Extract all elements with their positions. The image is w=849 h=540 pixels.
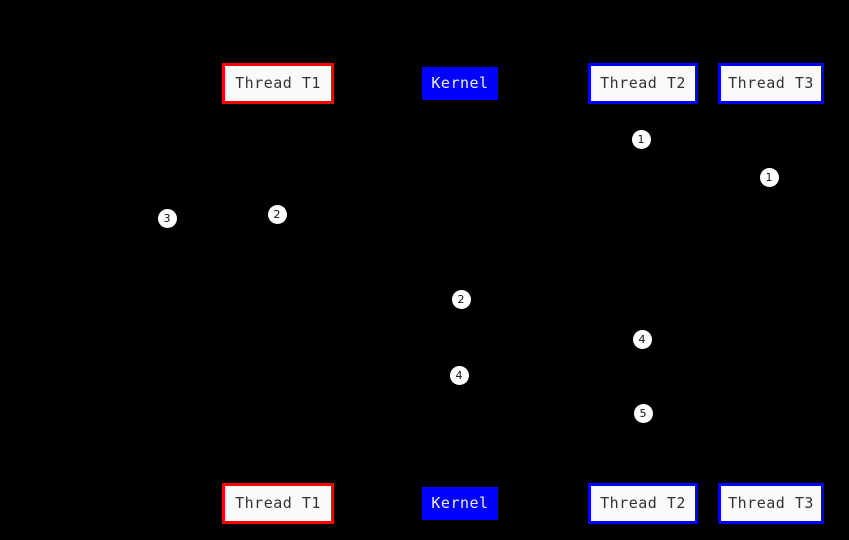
step-badge: 2 [451, 289, 471, 309]
participant-header-thread-t3[interactable]: Thread T3 [718, 63, 824, 104]
message-t3-to-kernel-arrowhead [460, 184, 467, 192]
lifeline-t3 [771, 104, 772, 483]
participant-footer-kernel[interactable]: Kernel [422, 487, 498, 520]
lifeline-t2-top-arrowhead [639, 101, 647, 108]
lifeline-t1 [278, 104, 279, 483]
participant-footer-thread-t3[interactable]: Thread T3 [718, 483, 824, 524]
participant-header-kernel[interactable]: Kernel [422, 67, 498, 100]
message-kernel-to-t2-second-arrowhead [636, 420, 643, 428]
message-kernel-to-t2-second [460, 424, 643, 425]
lifeline-t3-top-arrowhead [767, 101, 775, 108]
step-badge: 2 [267, 204, 287, 224]
participant-header-thread-t1[interactable]: Thread T1 [222, 63, 334, 104]
message-kernel-to-t2-first-arrowhead [636, 346, 643, 354]
step-badge: 1 [759, 167, 779, 187]
participant-footer-thread-t2[interactable]: Thread T2 [588, 483, 698, 524]
lifeline-t2 [643, 104, 644, 483]
step-badge: 4 [449, 365, 469, 385]
step-badge: 1 [631, 129, 651, 149]
message-kernel-to-t2-first [460, 350, 643, 351]
step-badge: 4 [632, 329, 652, 349]
message-t3-to-kernel [460, 188, 771, 189]
message-t2-to-kernel-arrowhead [460, 146, 467, 154]
lifeline-t1-top-arrowhead [274, 101, 282, 108]
participant-header-thread-t2[interactable]: Thread T2 [588, 63, 698, 104]
step-badge: 3 [157, 208, 177, 228]
message-t1-to-kernel-arrowhead [453, 306, 460, 314]
message-t2-to-kernel [460, 150, 643, 151]
participant-footer-thread-t1[interactable]: Thread T1 [222, 483, 334, 524]
message-t1-to-kernel [278, 310, 460, 311]
step-badge: 5 [633, 403, 653, 423]
message-kernel-to-t1 [167, 225, 460, 226]
